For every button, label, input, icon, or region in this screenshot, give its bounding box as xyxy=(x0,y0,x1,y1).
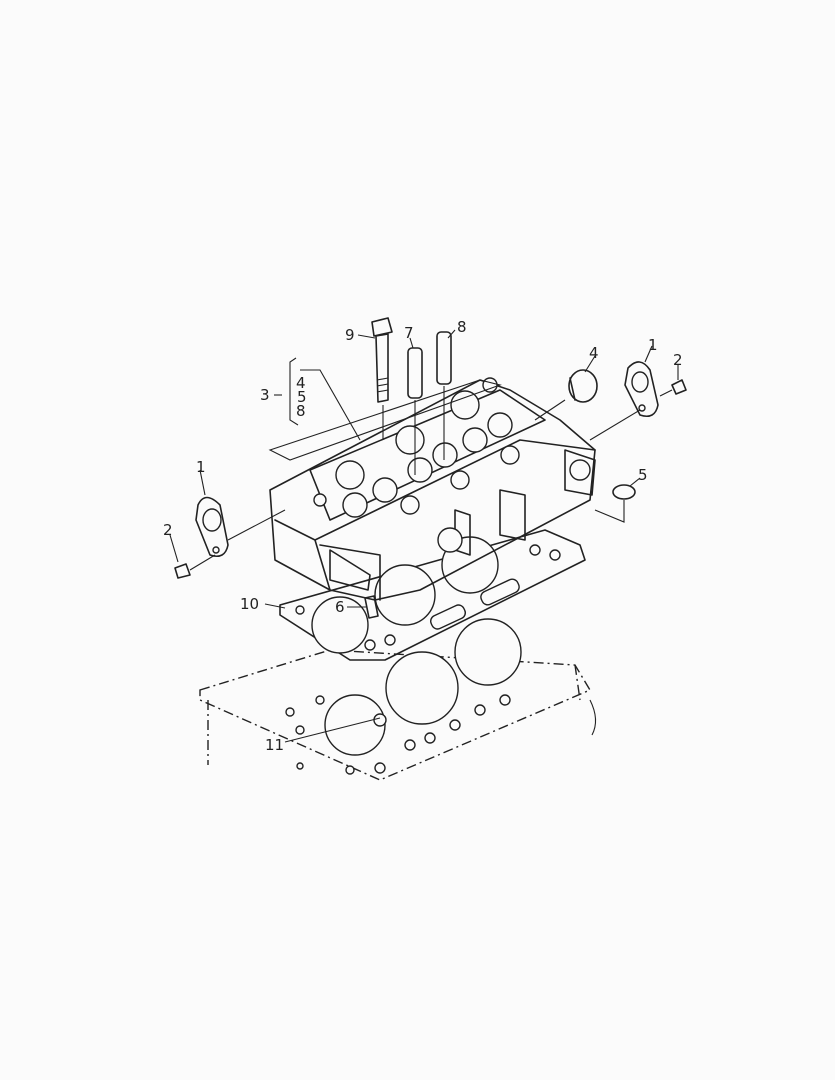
callout-11: 11 xyxy=(265,736,284,754)
valve-guide xyxy=(407,347,423,475)
valve-guide xyxy=(436,331,452,460)
cylinder-head xyxy=(269,377,596,601)
callout-4: 4 xyxy=(589,344,599,362)
callout-1: 1 xyxy=(648,336,658,354)
callout-2: 2 xyxy=(673,351,683,369)
callout-3-sub: 5 xyxy=(297,388,307,406)
callout-3-sub: 4 xyxy=(296,374,306,392)
stud-bolt xyxy=(364,595,379,619)
callout-8: 8 xyxy=(457,318,467,336)
leader-lines xyxy=(169,329,679,743)
head-bolt xyxy=(371,317,393,440)
valve-cover-gasket xyxy=(268,379,502,461)
callout-3: 3 xyxy=(260,386,270,404)
callout-6: 6 xyxy=(335,598,345,616)
engine-block xyxy=(199,618,597,781)
callout-3-sub: 8 xyxy=(296,402,306,420)
expansion-plug xyxy=(534,369,598,421)
lifting-bracket-right xyxy=(589,361,687,441)
callout-7: 7 xyxy=(404,324,414,342)
callout-9: 9 xyxy=(345,326,355,344)
callout-10: 10 xyxy=(240,595,259,613)
head-gasket xyxy=(279,529,586,661)
lifting-bracket-left xyxy=(174,496,286,579)
callout-2: 2 xyxy=(163,521,173,539)
callout-1: 1 xyxy=(196,458,206,476)
callout-5: 5 xyxy=(638,466,648,484)
sealing-cap xyxy=(594,484,636,523)
